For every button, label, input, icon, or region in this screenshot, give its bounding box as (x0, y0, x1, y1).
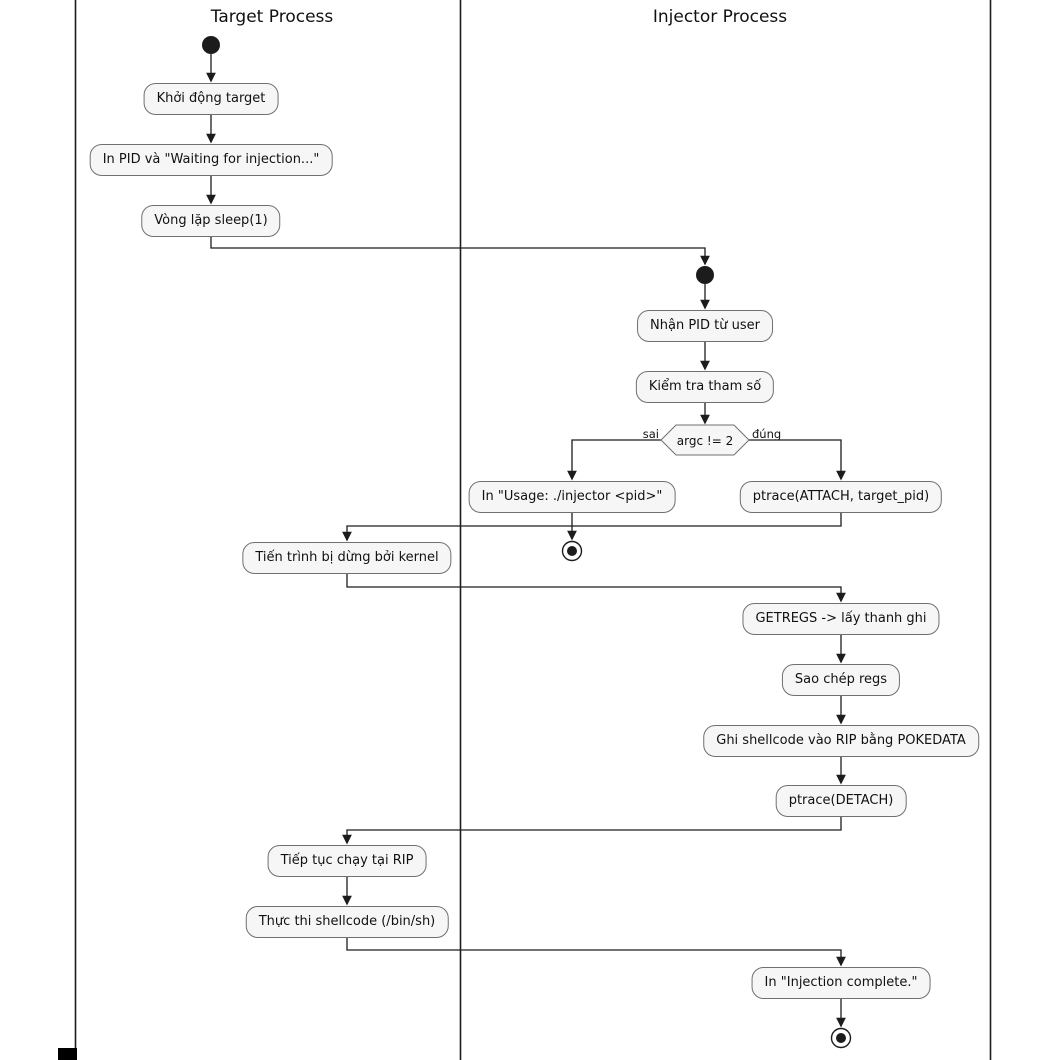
branch-label-sai: sai (642, 427, 659, 441)
arrow-decision-to-usage (567, 439, 661, 481)
activity-sao-chep-regs: Sao chép regs (781, 664, 901, 696)
page-corner-mark (58, 1048, 77, 1060)
decision-diamond (660, 424, 750, 456)
start-node-target (202, 36, 220, 54)
activity-getregs: GETREGS -> lấy thanh ghi (742, 603, 940, 635)
end-node-final (830, 1027, 852, 1049)
activity-vong-lap-sleep: Vòng lặp sleep(1) (141, 205, 281, 237)
activity-in-pid-waiting: In PID và "Waiting for injection..." (89, 144, 333, 176)
activity-tien-trinh-dung: Tiến trình bị dừng bởi kernel (242, 542, 452, 574)
flow-arrows (206, 54, 846, 1028)
arrow-vonglap-to-injector-start (210, 237, 710, 266)
lane-title-injector-process: Injector Process (652, 7, 788, 27)
activity-thuc-thi-shellcode: Thực thi shellcode (/bin/sh) (245, 906, 449, 938)
activity-khoi-dong-target: Khởi động target (143, 83, 279, 115)
arrow-tientrinh-to-getregs (346, 574, 846, 603)
activity-ptrace-detach: ptrace(DETACH) (775, 785, 907, 817)
activity-nhan-pid: Nhận PID từ user (637, 310, 773, 342)
activity-ghi-shellcode-pokedata: Ghi shellcode vào RIP bằng POKEDATA (703, 725, 979, 757)
activity-injection-complete: In "Injection complete." (751, 967, 931, 999)
arrow-decision-to-attach (749, 439, 846, 481)
lane-title-target-process: Target Process (210, 7, 334, 27)
activity-in-usage: In "Usage: ./injector <pid>" (468, 481, 676, 513)
activity-kiem-tra-tham-so: Kiểm tra tham số (635, 371, 775, 403)
branch-label-dung: đúng (752, 427, 782, 441)
arrow-thucthi-to-complete (346, 938, 846, 967)
start-node-injector (696, 266, 714, 284)
activity-tiep-tuc-rip: Tiếp tục chạy tại RIP (267, 845, 427, 877)
decision-condition-label: argc != 2 (676, 434, 734, 448)
activity-ptrace-attach: ptrace(ATTACH, target_pid) (739, 481, 943, 513)
end-node-usage (561, 540, 583, 562)
lane-dividers (74, 0, 992, 1060)
arrow-attach-to-tientrinh (342, 513, 842, 542)
arrow-detach-to-tieptuc (342, 817, 842, 845)
